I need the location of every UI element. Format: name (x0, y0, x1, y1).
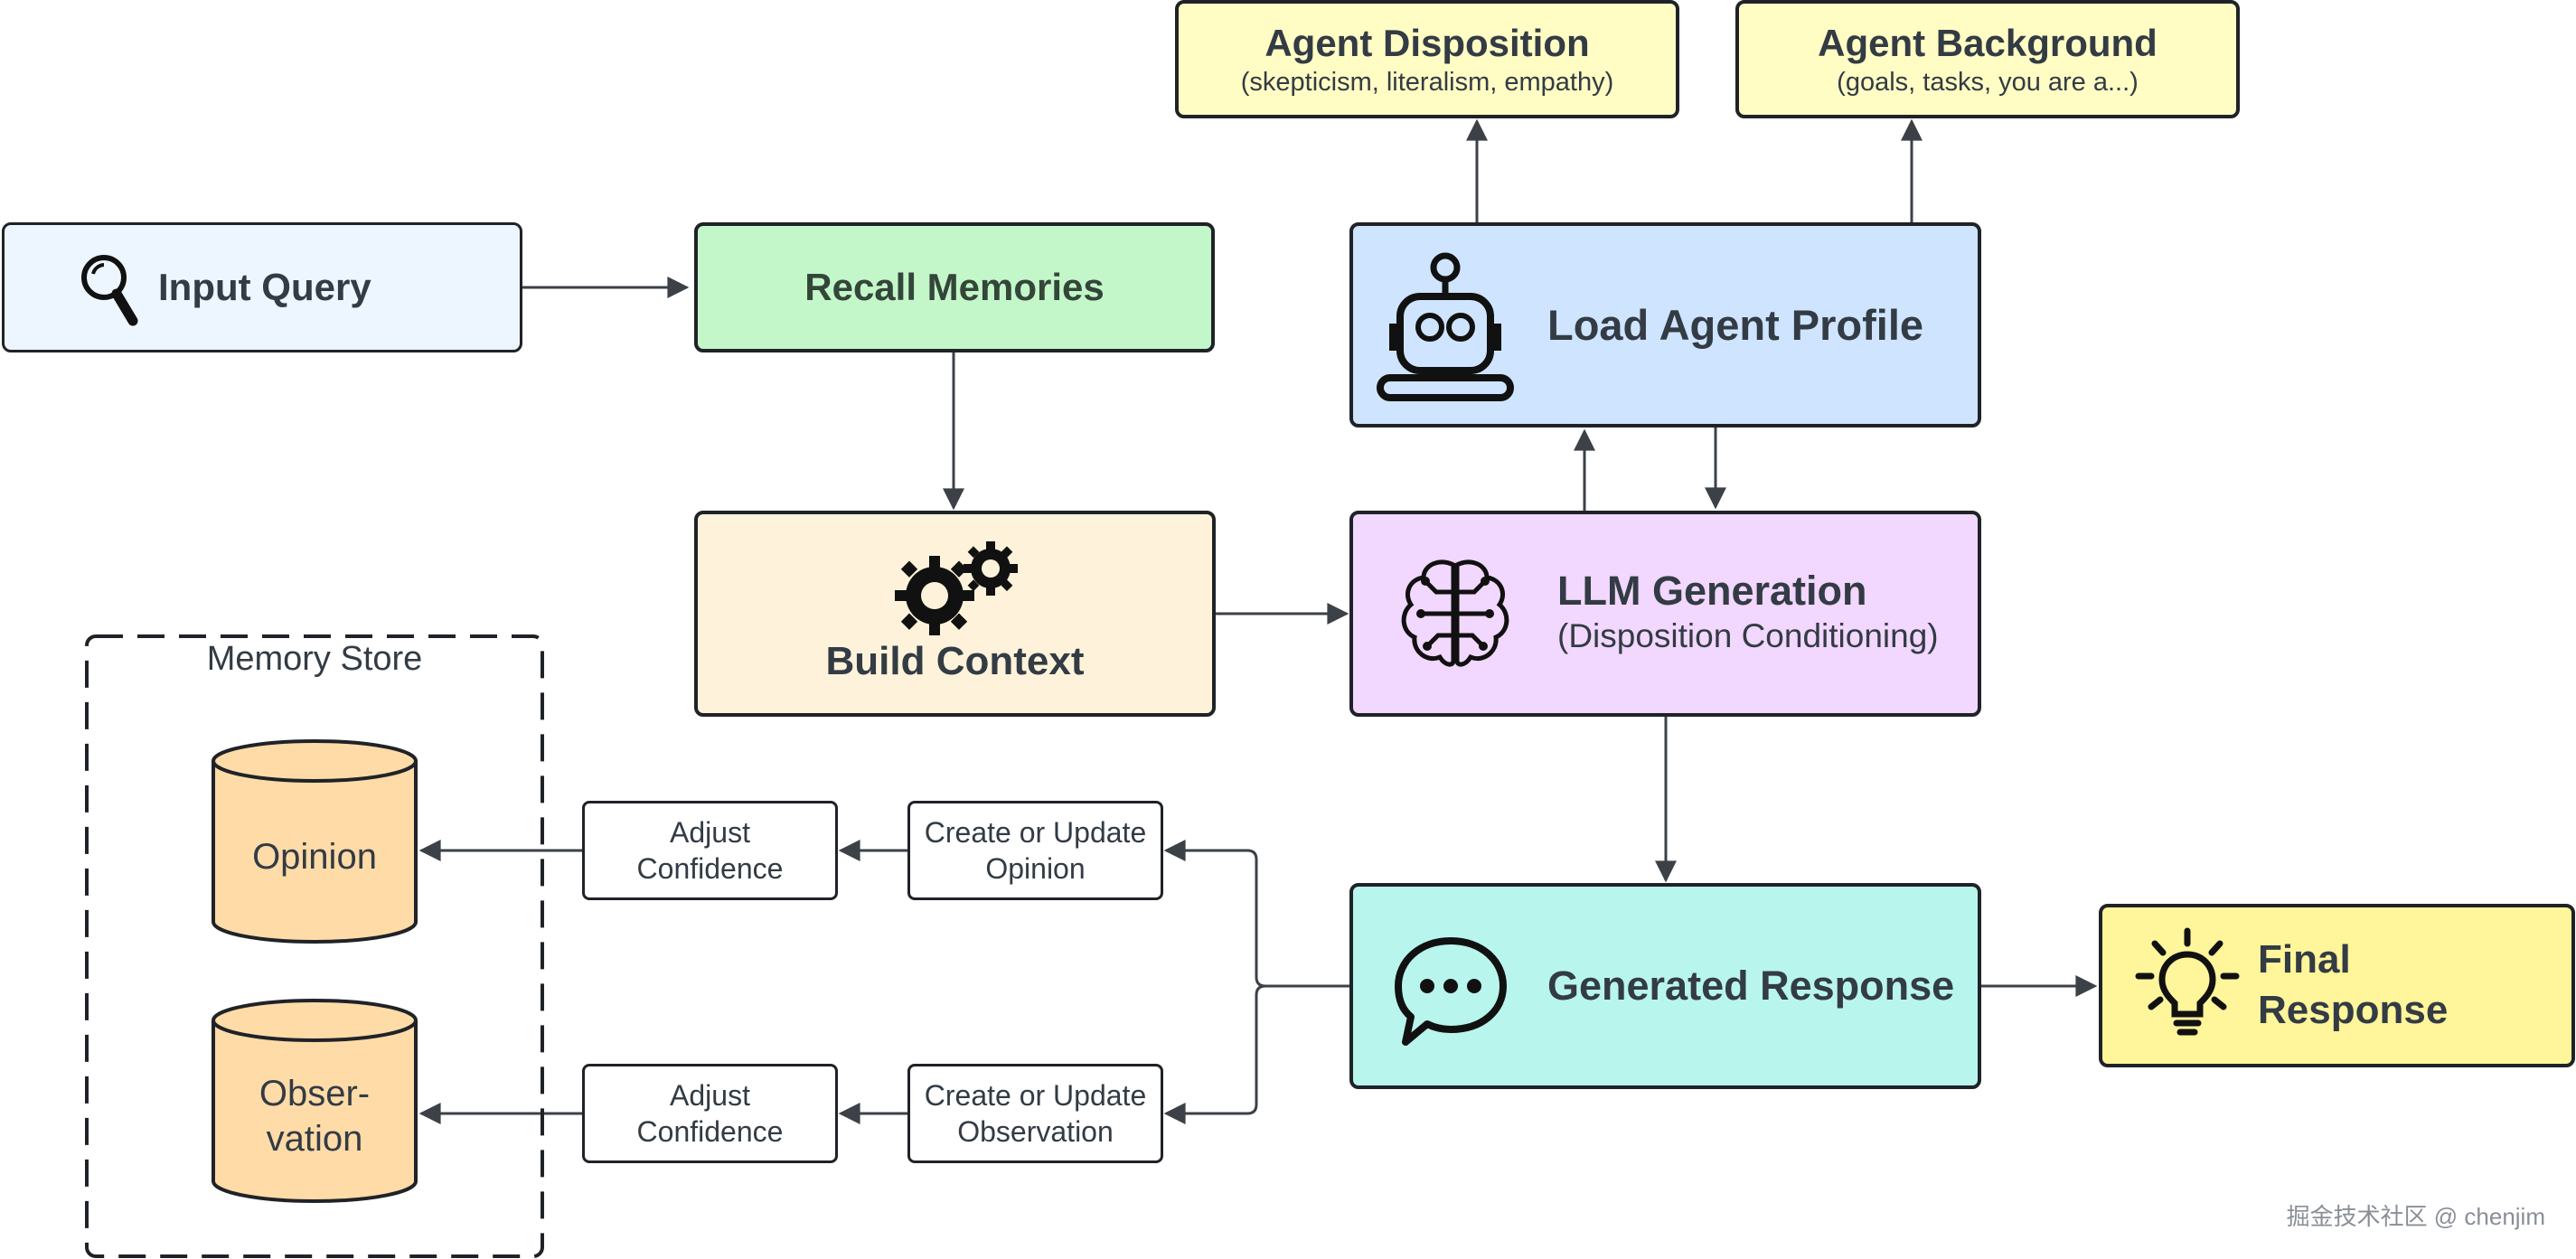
input-query-label: Input Query (158, 266, 371, 308)
recall-memories-node: Recall Memories (694, 222, 1215, 352)
final-response-line2: Response (2258, 988, 2449, 1032)
edge-response-to-update-opinion (1163, 840, 1350, 988)
opinion-label: Opinion (252, 837, 377, 877)
agent-disposition-subtitle: (skepticism, literalism, empathy) (1240, 67, 1614, 97)
final-response-node: Final Response (2099, 904, 2575, 1067)
agent-disposition-node: Agent Disposition (skepticism, literalis… (1175, 0, 1679, 118)
observation-label: Obser- vation (213, 1071, 416, 1161)
adjust-confidence-observation-line1: Adjust (670, 1079, 750, 1112)
llm-generation-text: LLM Generation (Disposition Conditioning… (1557, 567, 1939, 657)
agent-background-subtitle: (goals, tasks, you are a...) (1837, 67, 2139, 97)
observation-label-line2: vation (266, 1119, 363, 1159)
load-agent-profile-node: Load Agent Profile (1349, 222, 1981, 427)
observation-label-line1: Obser- (259, 1074, 371, 1113)
agent-background-title: Agent Background (1818, 21, 2158, 64)
generated-response-label: Generated Response (1547, 963, 1955, 1009)
adjust-confidence-opinion-box: Adjust Confidence (582, 801, 838, 900)
update-observation-box: Create or Update Observation (907, 1064, 1163, 1163)
recall-memories-label: Recall Memories (804, 266, 1105, 308)
final-response-text: Final Response (2258, 935, 2448, 1036)
gears-icon (895, 541, 1018, 635)
build-context-node: Build Context (694, 511, 1216, 717)
agent-disposition-title: Agent Disposition (1264, 21, 1590, 64)
llm-generation-node: LLM Generation (Disposition Conditioning… (1349, 511, 1981, 717)
update-opinion-line2: Opinion (985, 852, 1086, 885)
lightbulb-icon (2135, 927, 2240, 1036)
adjust-confidence-opinion-line2: Confidence (636, 852, 784, 885)
llm-generation-subtitle: (Disposition Conditioning) (1557, 617, 1939, 654)
brain-icon (1401, 559, 1509, 667)
robot-icon (1377, 252, 1514, 401)
memory-store-container (85, 634, 544, 1258)
adjust-confidence-opinion-line1: Adjust (670, 816, 750, 849)
update-opinion-box: Create or Update Opinion (907, 801, 1163, 900)
llm-generation-title: LLM Generation (1557, 568, 1867, 614)
watermark: 掘金技术社区 @ chenjim (2286, 1203, 2545, 1230)
update-opinion-line1: Create or Update (924, 816, 1147, 849)
memory-store-title: Memory Store (206, 640, 423, 678)
adjust-confidence-observation-line2: Confidence (636, 1115, 784, 1148)
chat-bubble-icon (1395, 937, 1507, 1046)
observation-cylinder (212, 999, 418, 1203)
update-observation-line1: Create or Update (924, 1079, 1147, 1112)
agent-background-node: Agent Background (goals, tasks, you are … (1735, 0, 2240, 118)
load-agent-profile-label: Load Agent Profile (1547, 301, 1924, 349)
magnifier-icon (81, 255, 138, 326)
build-context-label: Build Context (825, 639, 1085, 683)
input-query-node: Input Query (2, 222, 522, 352)
opinion-cylinder (212, 739, 418, 944)
update-observation-line2: Observation (957, 1115, 1114, 1148)
generated-response-node: Generated Response (1349, 883, 1981, 1089)
edge-response-to-update-observation (1163, 984, 1266, 1124)
adjust-confidence-observation-box: Adjust Confidence (582, 1064, 838, 1163)
final-response-line1: Final (2258, 937, 2351, 982)
